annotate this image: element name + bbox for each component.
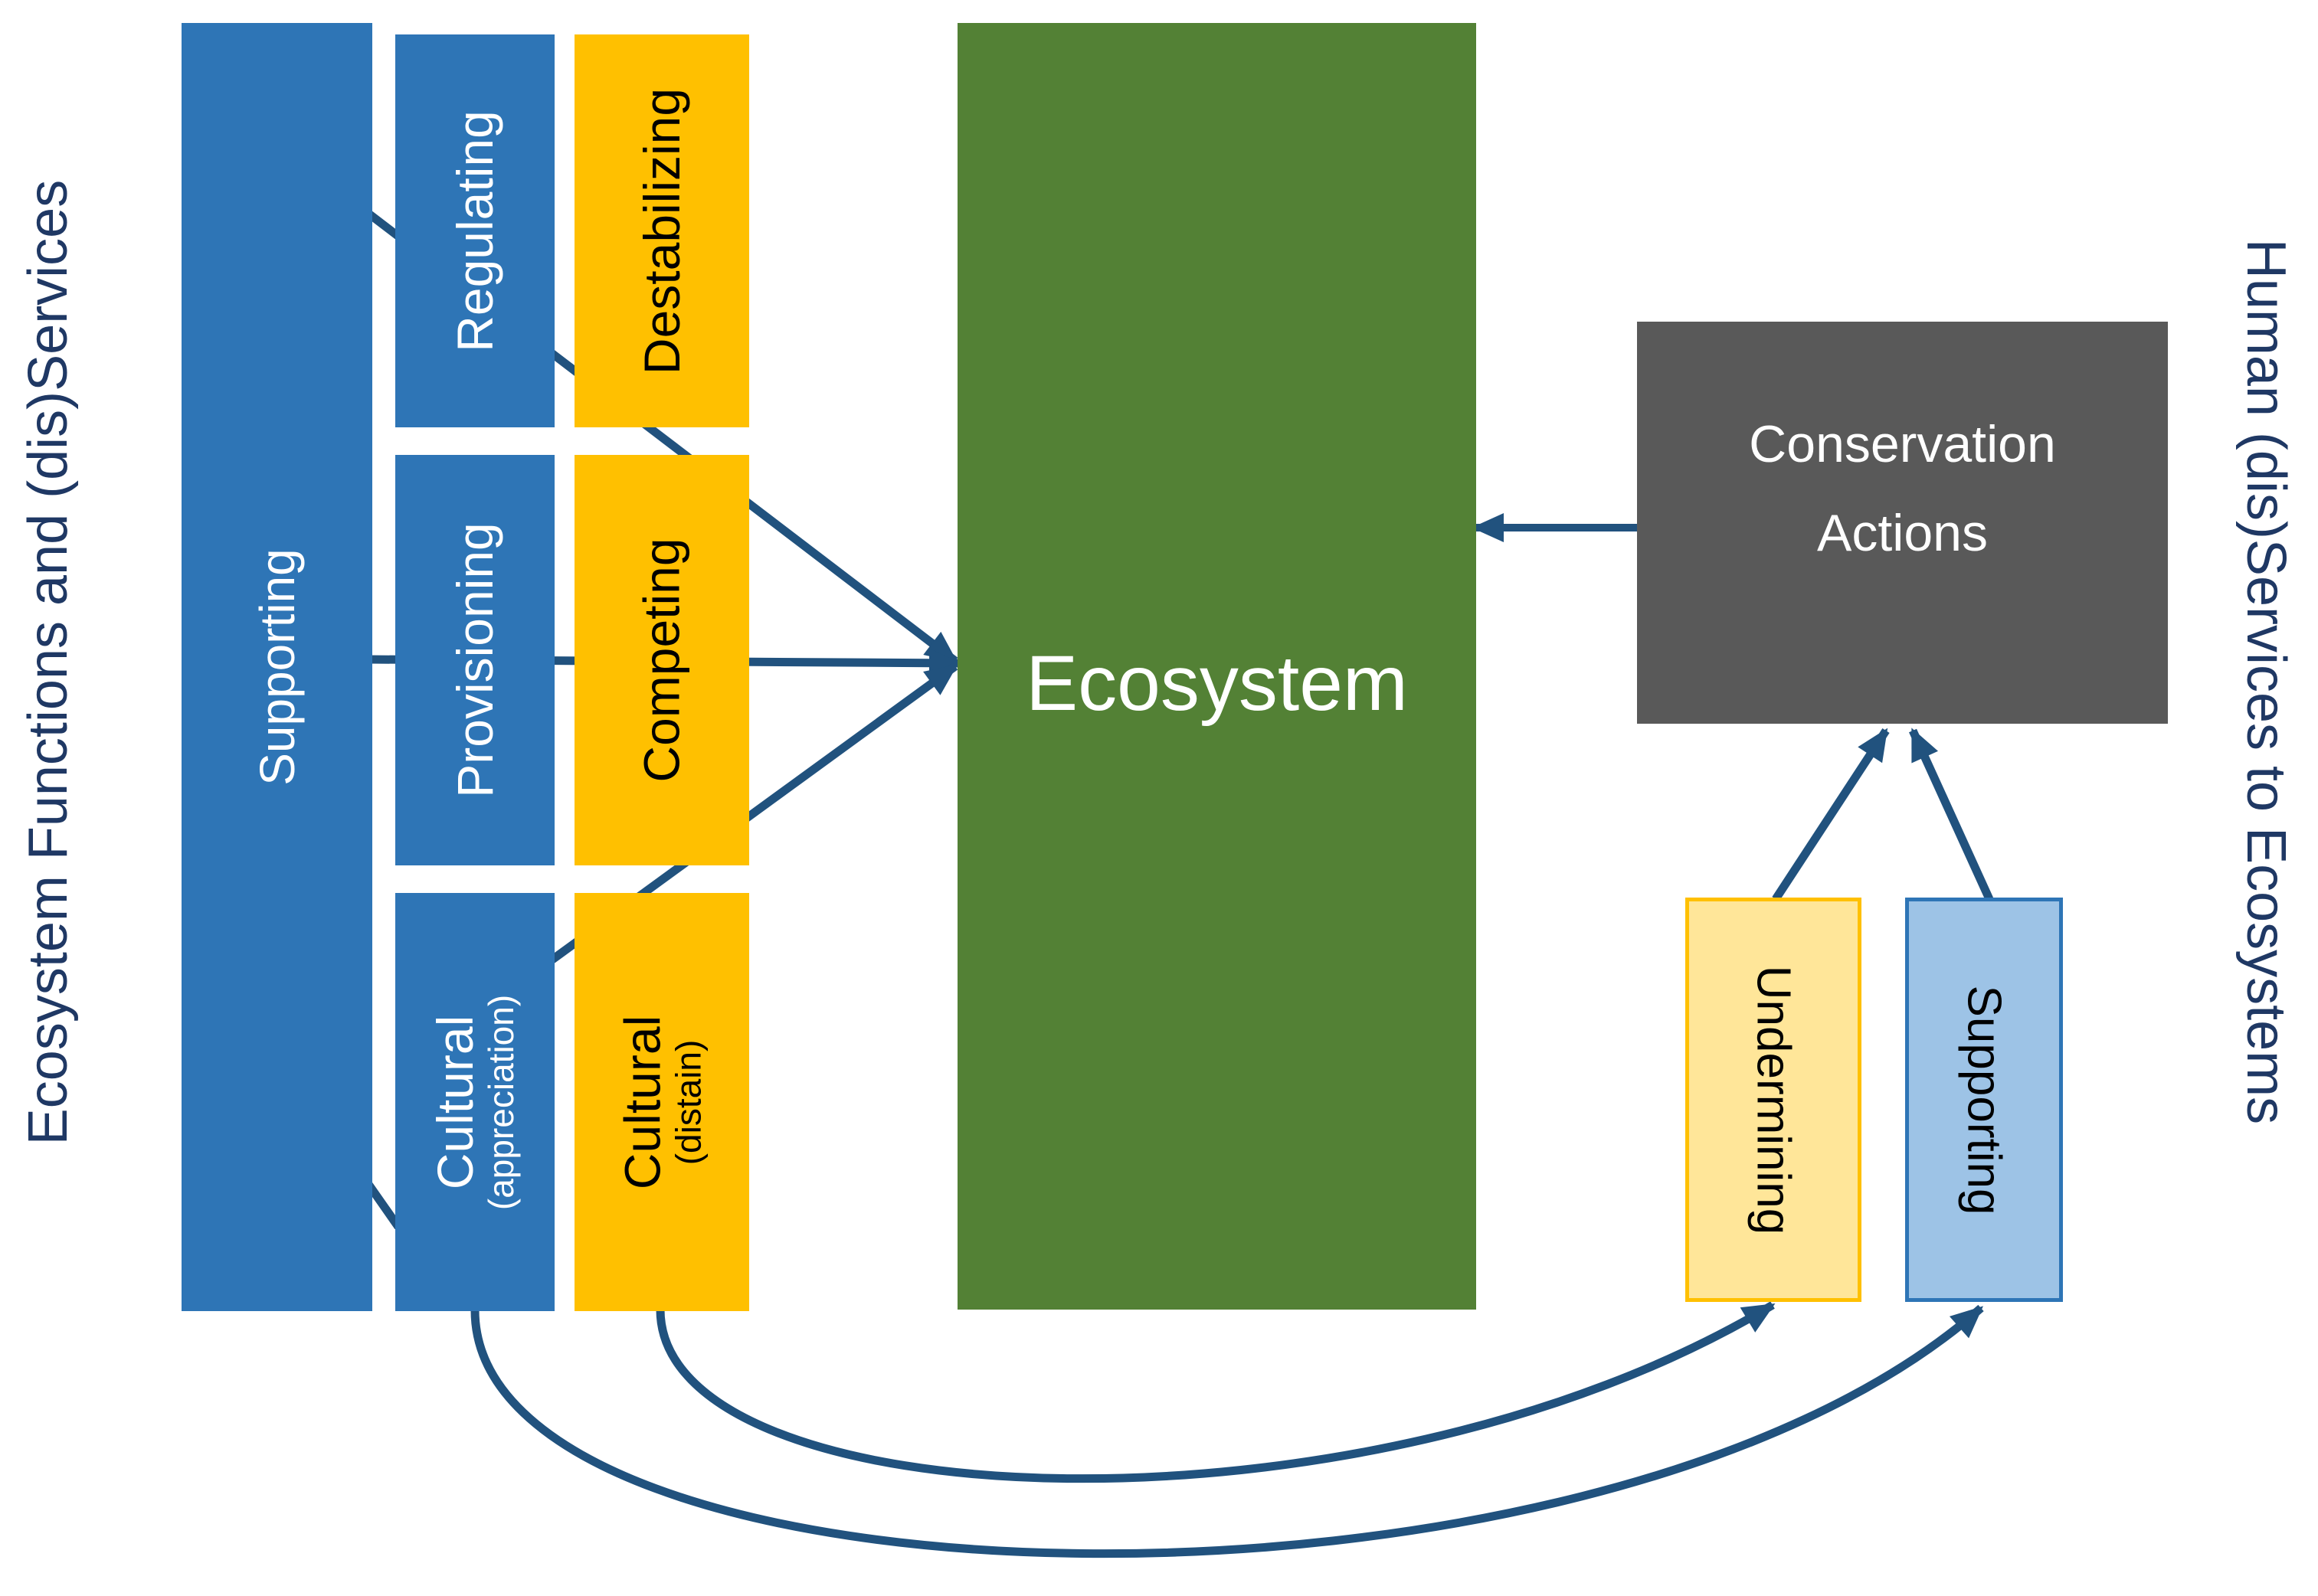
box-cultural-distain: Cultural (distain) <box>575 893 749 1311</box>
cultural-appreciation-sublabel: (appreciation) <box>481 994 522 1210</box>
curve-distain-to-undermining <box>656 1301 1776 1483</box>
arrow-supporting-to-conservation <box>1908 728 1994 901</box>
arrow-undermining-to-conservation <box>1772 728 1890 902</box>
conservation-line-2: Actions <box>1816 503 1988 562</box>
supporting-human-label: Supporting <box>1957 985 2011 1215</box>
undermining-label: Undermining <box>1747 965 1800 1235</box>
curve-appreciation-to-supporting <box>470 1304 1984 1558</box>
box-competing: Competing <box>575 455 749 865</box>
cultural-appreciation-label: Cultural <box>427 1015 484 1189</box>
box-regulating: Regulating <box>395 34 555 427</box>
box-conservation-actions: Conservation Actions <box>1637 322 2168 724</box>
supporting-bar-label: Supporting <box>249 548 305 786</box>
conservation-actions-label: Conservation Actions <box>1749 401 2056 577</box>
cultural-distain-labels: Cultural (distain) <box>614 1015 709 1189</box>
box-supporting-human: Supporting <box>1905 898 2063 1302</box>
left-axis-label: Ecosystem Functions and (dis)Services <box>18 179 79 1146</box>
box-provisioning: Provisioning <box>395 455 555 865</box>
box-destabilizing: Destabilizing <box>575 34 749 427</box>
provisioning-label: Provisioning <box>447 522 503 798</box>
cultural-appreciation-labels: Cultural (appreciation) <box>427 994 522 1210</box>
cultural-distain-label: Cultural <box>614 1015 671 1189</box>
competing-label: Competing <box>634 538 691 783</box>
regulating-label: Regulating <box>447 110 503 352</box>
box-ecosystem: Ecosystem <box>958 23 1476 1310</box>
supporting-bar: Supporting <box>182 23 372 1311</box>
destabilizing-label: Destabilizing <box>634 87 690 374</box>
conservation-line-1: Conservation <box>1749 414 2056 473</box>
ecosystem-label: Ecosystem <box>1026 639 1408 727</box>
cultural-distain-sublabel: (distain) <box>668 1039 709 1165</box>
box-undermining: Undermining <box>1685 898 1861 1302</box>
box-cultural-appreciation: Cultural (appreciation) <box>395 893 555 1311</box>
right-axis-label: Human (dis)Services to Ecosystems <box>2235 238 2297 1125</box>
